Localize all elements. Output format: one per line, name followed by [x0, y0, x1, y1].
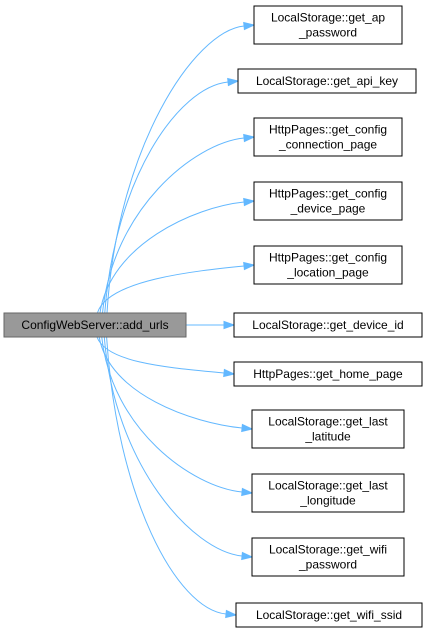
edge-to-localstorage-get-api-key: [104, 81, 229, 314]
node-localstorage-get-last-longitude-box: [251, 473, 405, 513]
node-localstorage-get-ap-password-box: [253, 5, 403, 45]
nodes-layer: ConfigWebServer::add_urls LocalStorage::…: [3, 5, 423, 628]
node-localstorage-get-wifi-password[interactable]: LocalStorage::get_wifi_password: [251, 537, 405, 577]
edge-to-localstorage-get-ap-password: [106, 25, 245, 314]
arrowhead-to-localstorage-get-last-longitude: [241, 487, 254, 497]
node-httppages-get-config-connection-page-label-line-1: _connection_page: [278, 138, 377, 152]
node-localstorage-get-device-id[interactable]: LocalStorage::get_device_id: [233, 312, 423, 338]
node-localstorage-get-wifi-password-label-line-1: _password: [298, 558, 357, 572]
node-add-urls[interactable]: ConfigWebServer::add_urls: [3, 312, 187, 338]
node-localstorage-get-last-longitude[interactable]: LocalStorage::get_last_longitude: [251, 473, 405, 513]
arrowhead-to-localstorage-get-api-key: [227, 77, 240, 87]
node-localstorage-get-api-key-label-line-0: LocalStorage::get_api_key: [256, 74, 398, 88]
arrowhead-to-httppages-get-home-page: [223, 368, 236, 378]
node-localstorage-get-wifi-ssid-label-line-0: LocalStorage::get_wifi_ssid: [256, 608, 402, 622]
node-httppages-get-config-device-page-box: [253, 181, 403, 221]
node-httppages-get-config-location-page-box: [253, 245, 403, 285]
node-httppages-get-home-page-label-line-0: HttpPages::get_home_page: [253, 367, 403, 381]
node-httppages-get-config-location-page-label-line-0: HttpPages::get_config: [269, 251, 387, 265]
arrowhead-to-localstorage-get-last-latitude: [241, 423, 254, 433]
node-localstorage-get-last-longitude-label-line-0: LocalStorage::get_last: [268, 479, 388, 493]
node-localstorage-get-last-longitude-label-line-1: _longitude: [299, 494, 356, 508]
node-localstorage-get-wifi-ssid[interactable]: LocalStorage::get_wifi_ssid: [235, 602, 423, 628]
node-localstorage-get-wifi-password-box: [251, 537, 405, 577]
node-localstorage-get-last-latitude[interactable]: LocalStorage::get_last_latitude: [251, 409, 405, 449]
edge-to-httppages-get-config-device-page: [99, 201, 245, 314]
edge-to-localstorage-get-last-longitude: [101, 336, 243, 493]
node-httppages-get-config-device-page-label-line-1: _device_page: [290, 202, 366, 216]
node-add-urls-label: ConfigWebServer::add_urls: [21, 318, 168, 332]
edge-to-localstorage-get-wifi-password: [103, 336, 243, 557]
node-localstorage-get-ap-password[interactable]: LocalStorage::get_ap_password: [253, 5, 403, 45]
node-httppages-get-config-device-page[interactable]: HttpPages::get_config_device_page: [253, 181, 403, 221]
node-httppages-get-home-page-box: [233, 361, 423, 387]
arrowhead-to-localstorage-get-device-id: [223, 320, 236, 330]
node-localstorage-get-wifi-ssid-box: [235, 602, 423, 628]
node-httppages-get-config-connection-page[interactable]: HttpPages::get_config_connection_page: [253, 117, 403, 157]
arrowhead-to-httppages-get-config-device-page: [243, 197, 256, 207]
node-localstorage-get-api-key-box: [237, 68, 417, 94]
node-httppages-get-config-location-page-label-line-1: _location_page: [286, 266, 369, 280]
arrowhead-to-httppages-get-config-location-page: [243, 261, 256, 271]
node-localstorage-get-device-id-box: [233, 312, 423, 338]
node-localstorage-get-last-latitude-label-line-0: LocalStorage::get_last: [268, 415, 388, 429]
node-localstorage-get-device-id-label-line-0: LocalStorage::get_device_id: [252, 318, 403, 332]
edges-layer: [96, 21, 256, 619]
node-httppages-get-config-device-page-label-line-0: HttpPages::get_config: [269, 187, 387, 201]
node-httppages-get-config-connection-page-box: [253, 117, 403, 157]
node-localstorage-get-last-latitude-box: [251, 409, 405, 449]
node-localstorage-get-api-key[interactable]: LocalStorage::get_api_key: [237, 68, 417, 94]
node-localstorage-get-ap-password-label-line-1: _password: [298, 26, 357, 40]
edge-to-httppages-get-config-location-page: [96, 265, 245, 314]
node-add-urls-box: [3, 312, 187, 338]
node-localstorage-get-last-latitude-label-line-1: _latitude: [304, 430, 351, 444]
edge-to-localstorage-get-wifi-ssid: [106, 336, 227, 615]
arrowhead-to-localstorage-get-wifi-password: [241, 551, 254, 561]
node-localstorage-get-wifi-password-label-line-0: LocalStorage::get_wifi: [269, 543, 387, 557]
arrowhead-to-localstorage-get-wifi-ssid: [225, 609, 238, 619]
edge-to-httppages-get-home-page: [96, 336, 225, 374]
node-httppages-get-config-connection-page-label-line-0: HttpPages::get_config: [269, 123, 387, 137]
edge-to-httppages-get-config-connection-page: [102, 137, 245, 314]
edge-to-localstorage-get-last-latitude: [98, 336, 243, 429]
node-localstorage-get-ap-password-label-line-0: LocalStorage::get_ap: [271, 11, 385, 25]
arrowhead-to-localstorage-get-ap-password: [243, 21, 256, 31]
node-httppages-get-home-page[interactable]: HttpPages::get_home_page: [233, 361, 423, 387]
arrowhead-to-httppages-get-config-connection-page: [243, 133, 256, 143]
node-httppages-get-config-location-page[interactable]: HttpPages::get_config_location_page: [253, 245, 403, 285]
